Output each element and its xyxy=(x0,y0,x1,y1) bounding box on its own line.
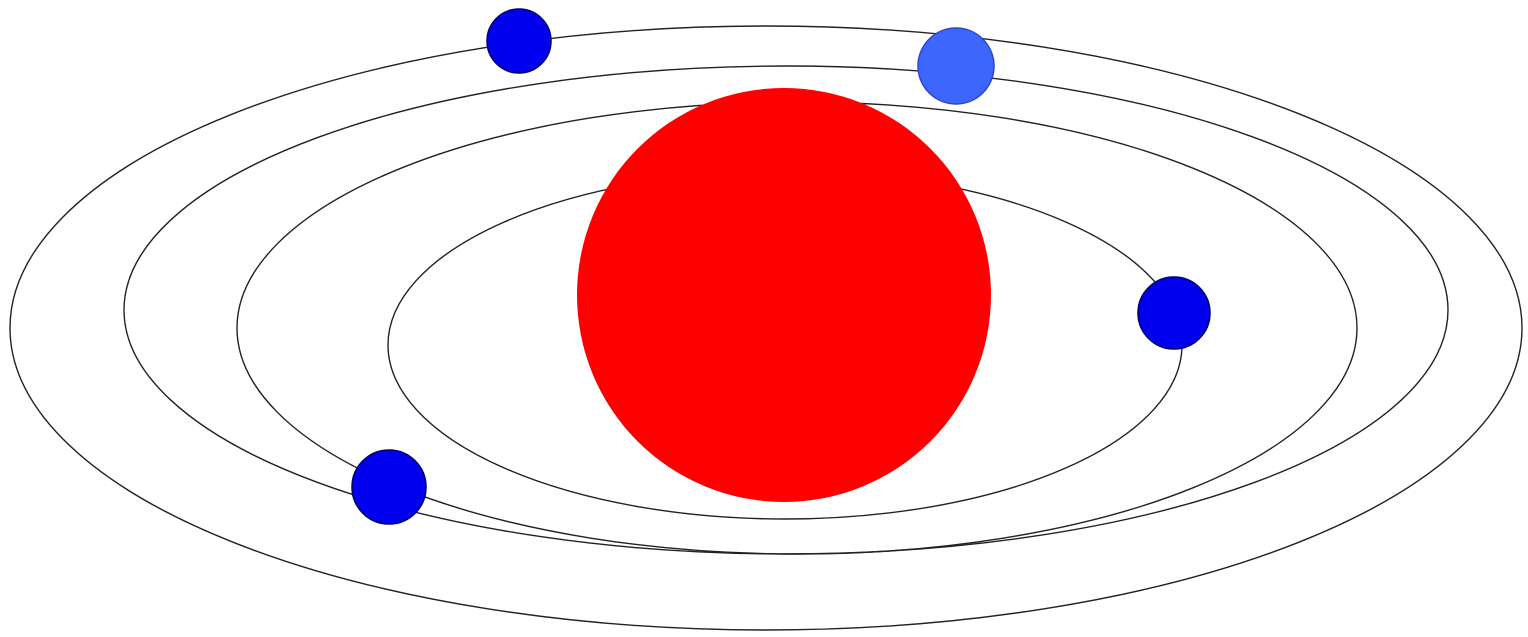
sun-circle xyxy=(577,88,991,502)
planet-top-right xyxy=(918,28,994,104)
planet-top-left xyxy=(487,9,551,73)
planet-bottom-left xyxy=(352,450,426,524)
planet-right xyxy=(1138,277,1210,349)
